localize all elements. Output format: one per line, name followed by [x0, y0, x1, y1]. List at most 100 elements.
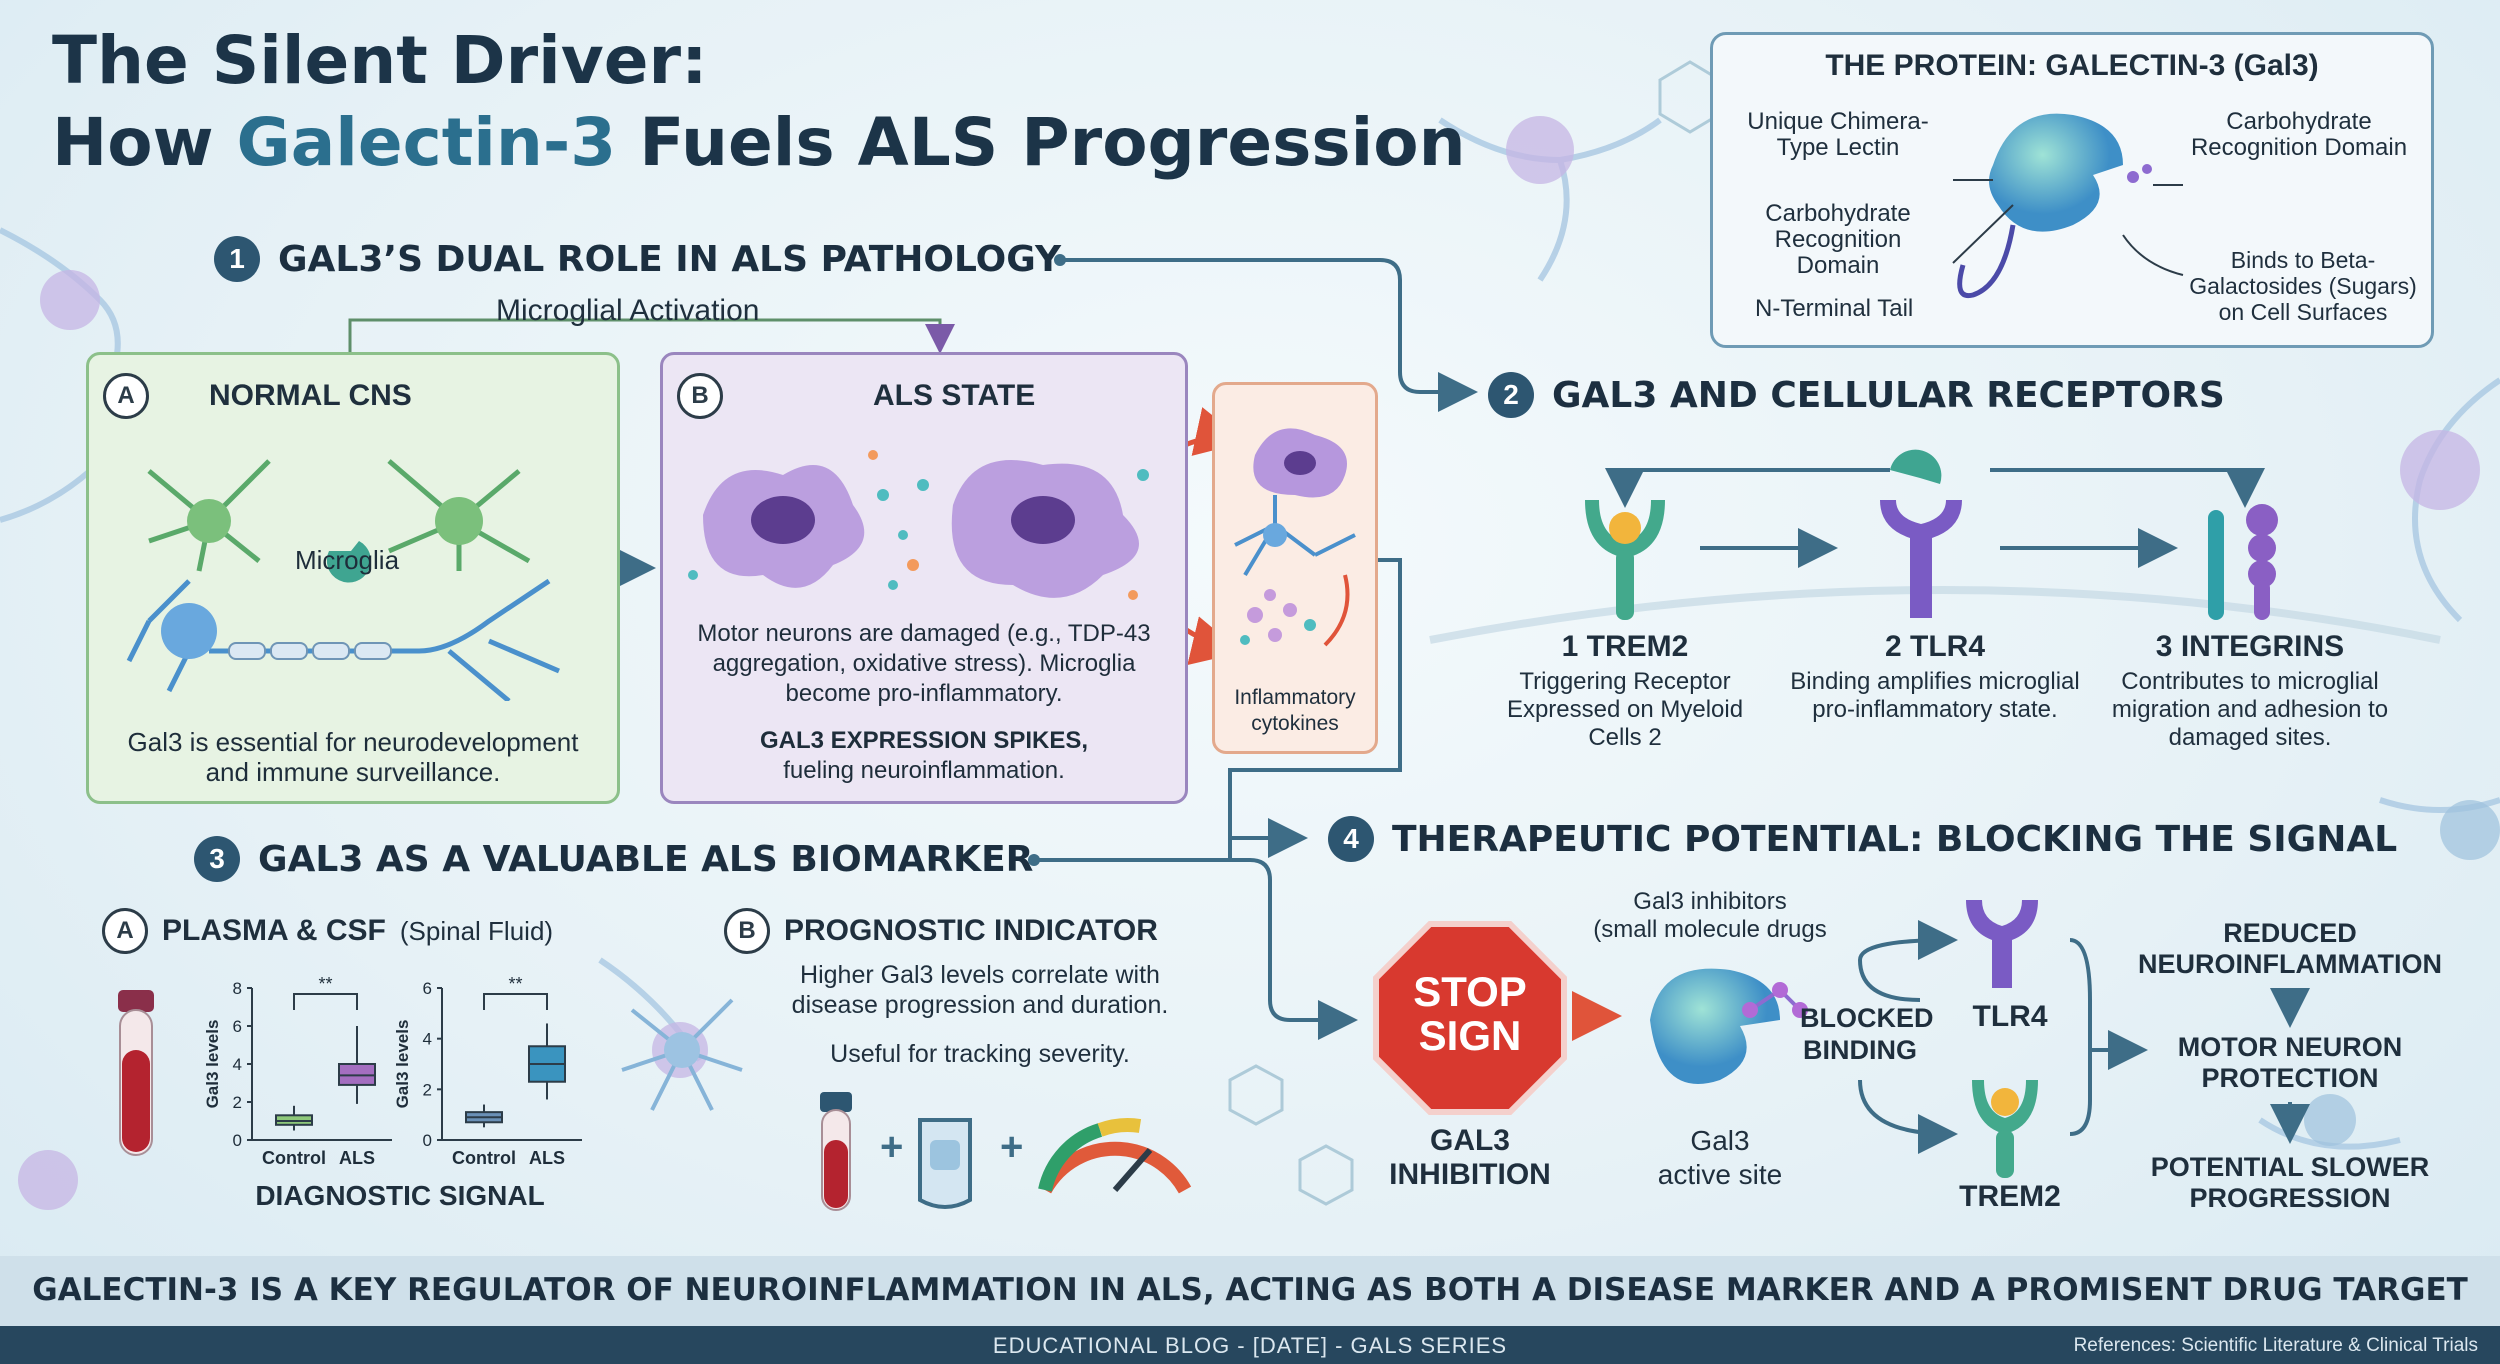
bottom-banner: GALECTIN-3 IS A KEY REGULATOR OF NEUROIN… — [0, 1256, 2500, 1326]
prognostic-severity: Useful for tracking severity. — [830, 1040, 1130, 1068]
protein-box: THE PROTEIN: GALECTIN-3 (Gal3) Unique Ch… — [1710, 32, 2434, 348]
microglial-activation-label: Microglial Activation — [496, 294, 760, 327]
y-tick-label: 2 — [423, 1080, 432, 1099]
biomarker-b-title: PROGNOSTIC INDICATOR — [784, 914, 1158, 947]
biomarker-a-title: PLASMA & CSF — [162, 914, 386, 947]
x-tick-label: ALS — [529, 1148, 565, 1168]
page-title-line-2: How Galectin-3 Fuels ALS Progression — [52, 102, 1472, 184]
biomarker-a-heading: A PLASMA & CSF (Spinal Fluid) — [102, 908, 553, 954]
receptor-integrins: 3 INTEGRINS Contributes to microglial mi… — [2090, 630, 2410, 752]
page-title-line-1: The Silent Driver: — [52, 22, 708, 99]
protein-label-n-terminal: N-Terminal Tail — [1755, 295, 1914, 322]
prognostic-text: Higher Gal3 levels correlate with diseas… — [791, 961, 1169, 1019]
panel-inflammatory: Inflammatory cytokines — [1212, 382, 1378, 754]
y-tick-label: 6 — [233, 1017, 242, 1036]
outcome-slower: POTENTIAL SLOWER PROGRESSION — [2150, 1152, 2430, 1213]
y-tick-label: 8 — [233, 979, 242, 998]
stop-word: STOP — [1413, 968, 1527, 1015]
inhibition-line-1: GAL3 — [1429, 1124, 1510, 1157]
x-tick-label: Control — [262, 1148, 326, 1168]
significance-label: ** — [318, 974, 332, 994]
section-title: GAL3 AS A VALUABLE ALS BIOMARKER — [258, 838, 1034, 880]
biomarker-a-letter: A — [102, 908, 148, 954]
tlr4-label: TLR4 — [1972, 1000, 2048, 1033]
inhibitors-label: Gal3 inhibitors (small molecule drugs — [1560, 888, 1860, 944]
sign-word: SIGN — [1418, 1012, 1522, 1059]
receptor-number: 3 — [2155, 630, 2173, 663]
section-number: 3 — [194, 836, 240, 882]
panel-b-letter: B — [677, 373, 723, 419]
diagnostic-signal-label: DIAGNOSTIC SIGNAL — [255, 1180, 545, 1211]
active-site-line-2: active site — [1657, 1159, 1783, 1190]
normal-cns-illustration — [126, 459, 560, 701]
panel-a-title: NORMAL CNS — [209, 379, 412, 412]
title-pre: How — [52, 104, 237, 181]
neuron-icon — [621, 998, 743, 1111]
title-post: Fuels ALS Progression — [616, 104, 1466, 181]
y-tick-label: 0 — [423, 1131, 432, 1150]
section-3-heading: 3 GAL3 AS A VALUABLE ALS BIOMARKER — [194, 836, 1033, 882]
receptor-number: 2 — [1884, 630, 1902, 663]
panel-a-letter: A — [103, 373, 149, 419]
y-tick-label: 4 — [233, 1055, 242, 1074]
protein-label-crd-right: Carbohydrate Recognition Domain — [2190, 108, 2408, 161]
panel-a-caption: Gal3 is essential for neurodevelopment a… — [127, 727, 579, 787]
section-number: 4 — [1328, 816, 1374, 862]
footer: EDUCATIONAL BLOG - [DATE] - GALS SERIES … — [0, 1326, 2500, 1364]
protein-label-binds: Binds to Beta-Galactosides (Sugars) on C… — [2189, 247, 2417, 325]
receptor-name: TREM2 — [1586, 630, 1689, 663]
receptor-desc: Binding amplifies microglial pro-inflamm… — [1790, 668, 2080, 723]
gal3-active-site-icon — [1650, 968, 1808, 1084]
y-tick-label: 6 — [423, 979, 432, 998]
galectin-protein-illustration — [1952, 113, 2184, 299]
panel-b-after-bold: fueling neuroinflammation. — [783, 757, 1065, 784]
svg-text:+: + — [1000, 1125, 1023, 1169]
receptor-desc: Contributes to microglial migration and … — [2111, 668, 2389, 751]
tlr4-receptor-icon — [1966, 900, 2038, 988]
receptor-tlr4: 2 TLR4 Binding amplifies microglial pro-… — [1790, 630, 2080, 724]
y-tick-label: 4 — [423, 1030, 432, 1049]
cytokine-illustration — [1234, 428, 1356, 647]
panel-b-bold: GAL3 EXPRESSION SPIKES, — [759, 727, 1089, 754]
blocked-line-1: BLOCKED — [1800, 1003, 1934, 1033]
biomarker-b-letter: B — [724, 908, 770, 954]
section-number: 2 — [1488, 372, 1534, 418]
y-tick-label: 2 — [233, 1093, 242, 1112]
trem2-receptor-icon — [1972, 1080, 2038, 1178]
panel-als-state: B ALS STATE Motor neurons are damaged (e… — [660, 352, 1188, 804]
gal3-inhibition-label: GAL3 INHIBITION — [1372, 1124, 1568, 1192]
section-title: THERAPEUTIC POTENTIAL: BLOCKING THE SIGN… — [1392, 818, 2398, 860]
biomarker-a-subtitle: (Spinal Fluid) — [399, 915, 554, 946]
stop-sign-icon — [1373, 921, 1567, 1115]
y-axis-label: Gal3 levels — [203, 1020, 222, 1109]
panel-normal-cns: A NORMAL CNS Microglia Gal3 is essential… — [86, 352, 620, 804]
section-title: GAL3’S DUAL ROLE IN ALS PATHOLOGY — [278, 238, 1062, 280]
blocked-binding-label: BLOCKED BINDING — [1800, 1002, 1934, 1066]
y-tick-label: 0 — [233, 1131, 242, 1150]
significance-bracket — [483, 993, 548, 1010]
receptor-name: TLR4 — [1910, 630, 1986, 663]
footer-center: EDUCATIONAL BLOG - [DATE] - GALS SERIES — [992, 1333, 1508, 1358]
section-title: GAL3 AND CELLULAR RECEPTORS — [1552, 374, 2225, 416]
active-site-line-1: Gal3 — [1690, 1125, 1750, 1156]
receptor-number: 1 — [1561, 630, 1579, 663]
section-1-heading: 1 GAL3’S DUAL ROLE IN ALS PATHOLOGY — [214, 236, 1061, 282]
prognostic-icons: + + — [820, 1092, 1192, 1211]
receptor-desc: Triggering Receptor Expressed on Myeloid… — [1506, 668, 1744, 751]
y-axis-label: Gal3 levels — [393, 1020, 412, 1109]
blood-tube-icon — [118, 990, 154, 1156]
receptor-name: INTEGRINS — [2180, 630, 2345, 663]
significance-label: ** — [508, 974, 522, 994]
svg-text:+: + — [880, 1125, 903, 1169]
biomarker-b-heading: B PROGNOSTIC INDICATOR — [724, 908, 1158, 954]
section-2-heading: 2 GAL3 AND CELLULAR RECEPTORS — [1488, 372, 2225, 418]
protein-label-chimera: Unique Chimera-Type Lectin — [1747, 108, 1929, 161]
panel-b-title: ALS STATE — [873, 379, 1036, 412]
outcome-protection: MOTOR NEURON PROTECTION — [2177, 1032, 2403, 1093]
bottom-banner-text: GALECTIN-3 IS A KEY REGULATOR OF NEUROIN… — [32, 1272, 2468, 1308]
trem2-label: TREM2 — [1959, 1180, 2061, 1213]
inhibitors-line-2: (small molecule drugs — [1593, 916, 1827, 943]
microglia-label: Microglia — [295, 545, 400, 575]
